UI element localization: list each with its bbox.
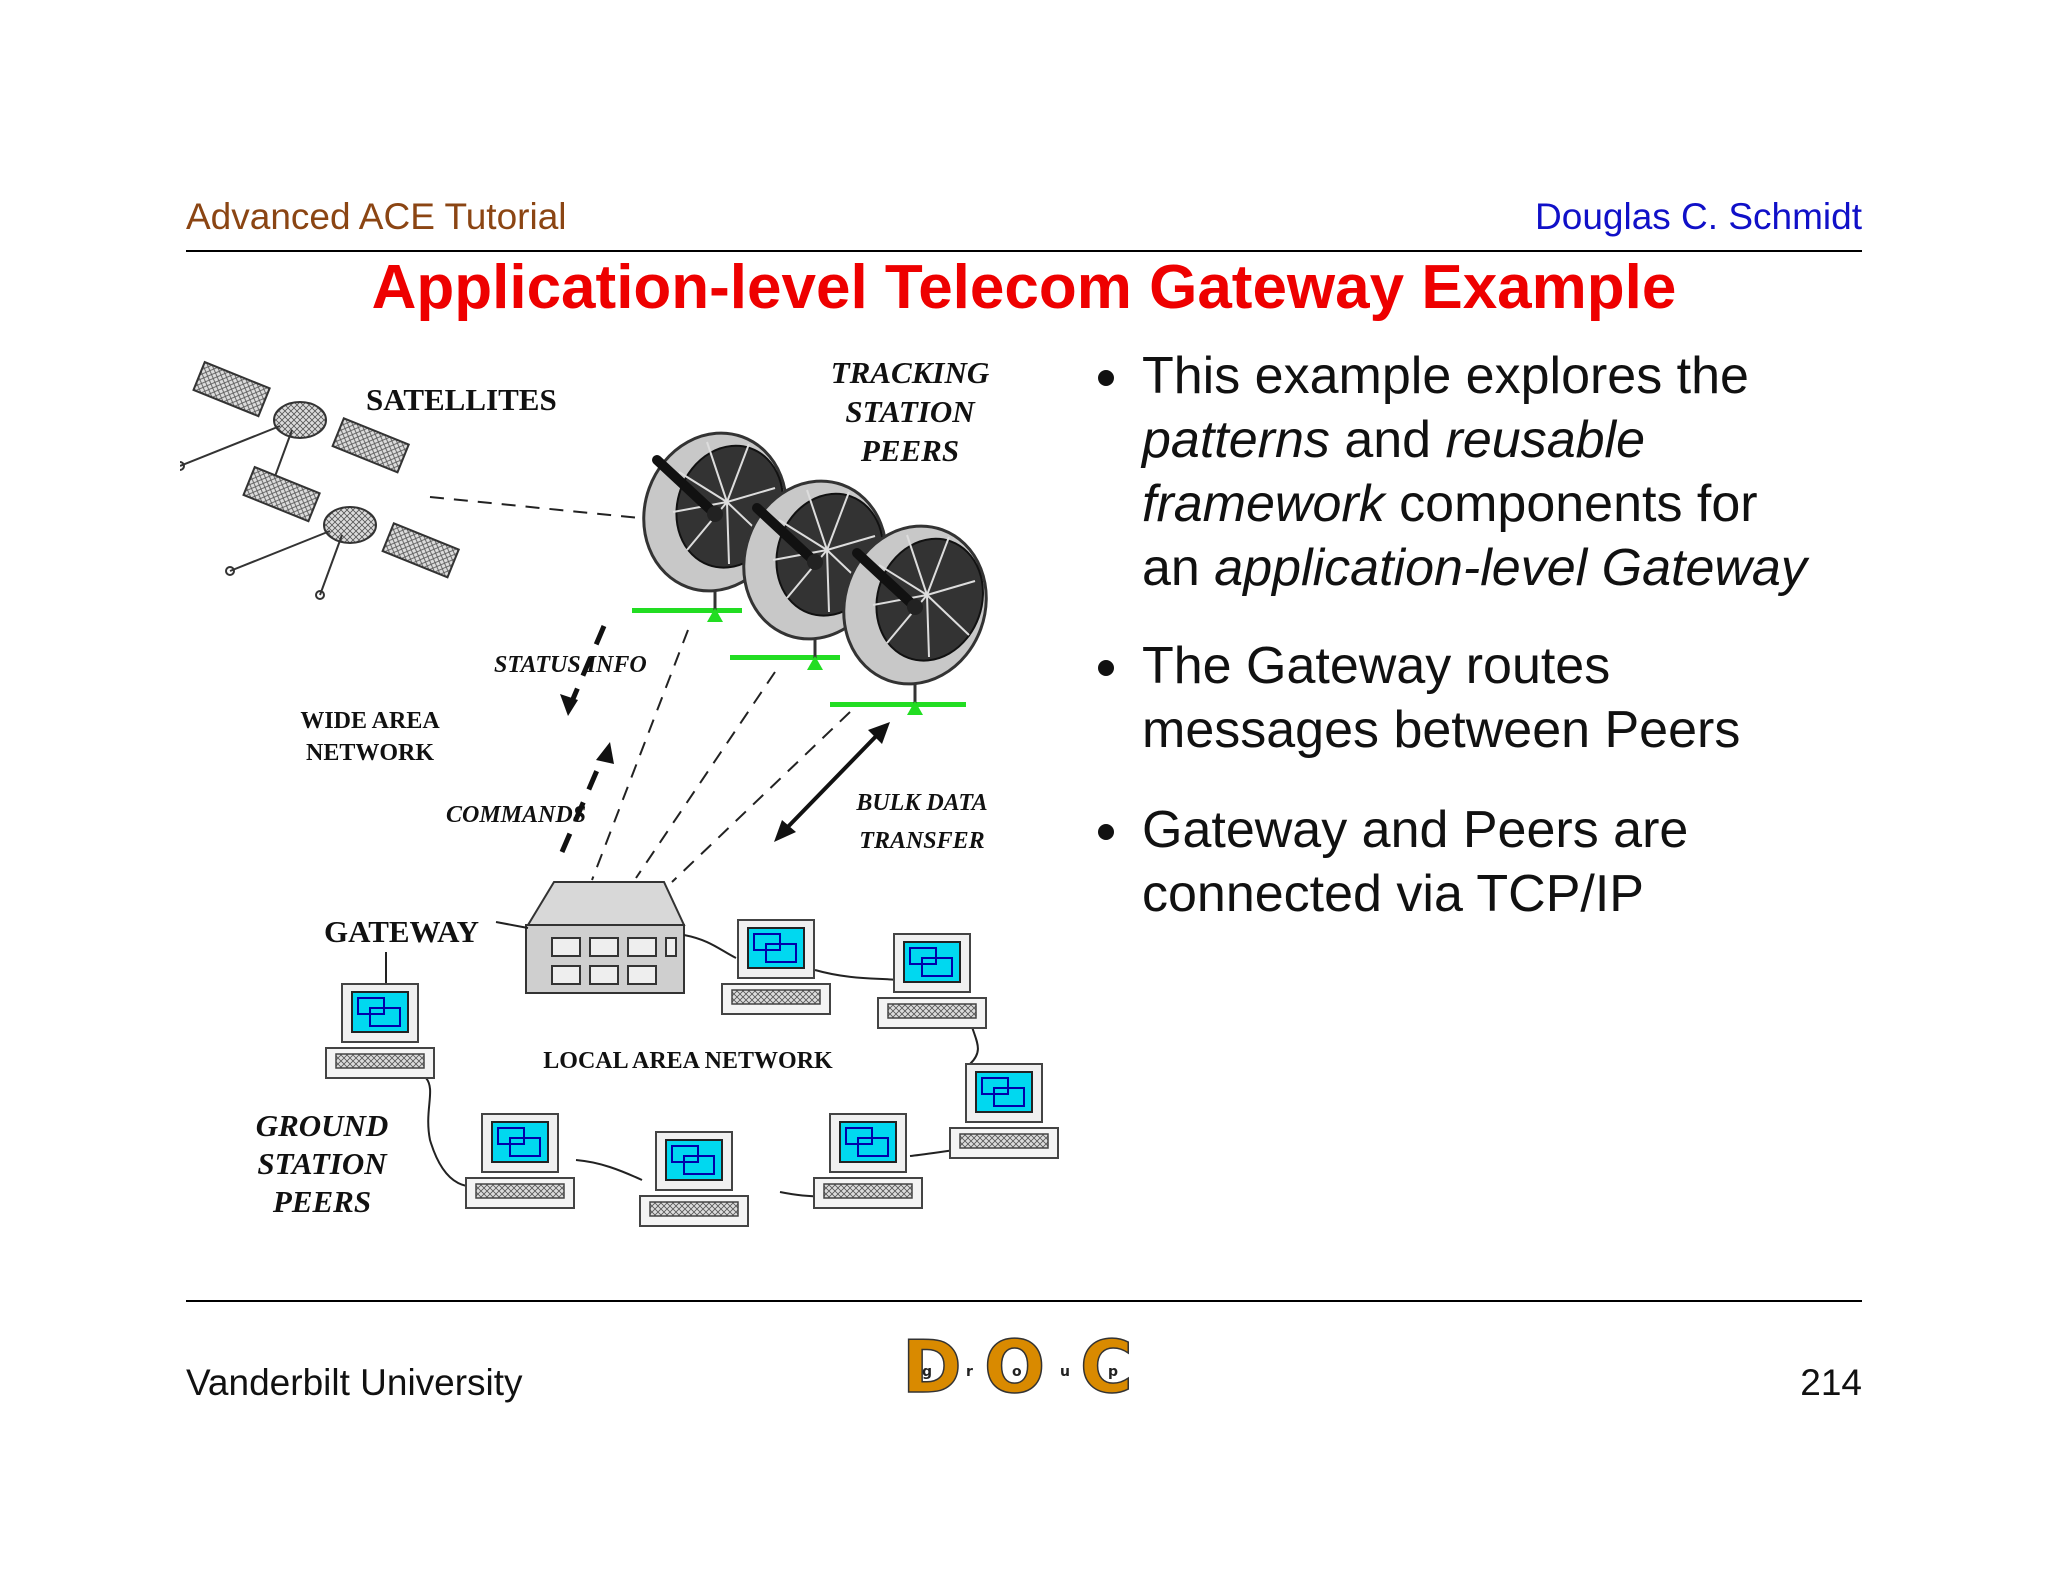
- logo-small-letter: o: [1012, 1364, 1022, 1380]
- label-bulk-line1: BULK DATA: [855, 790, 987, 816]
- label-wan-line1: WIDE AREA: [300, 708, 440, 734]
- bullet-list: This example explores the patterns and r…: [1090, 344, 1810, 926]
- ground-peer-computer-icon: [639, 1131, 749, 1227]
- label-tracking-line2: STATION: [845, 394, 976, 429]
- bullet-item: Gateway and Peers are connected via TCP/…: [1090, 798, 1810, 926]
- bullet-text: This example explores the: [1142, 347, 1749, 405]
- label-status-info: STATUS INFO: [494, 652, 647, 678]
- ground-peer-computer-icon: [813, 1113, 923, 1209]
- bullet-emphasis: reusable framework: [1142, 411, 1646, 533]
- ground-peer-computer-icon: [325, 983, 435, 1079]
- ground-peer-computer-icon: [721, 919, 831, 1015]
- label-tracking-line1: TRACKING: [831, 355, 990, 390]
- logo-small-letter: p: [1108, 1364, 1118, 1380]
- label-lan: LOCAL AREA NETWORK: [543, 1048, 833, 1074]
- footer-rule: [186, 1300, 1862, 1302]
- header-rule: [186, 250, 1862, 252]
- logo-letter: D: [902, 1326, 962, 1402]
- label-ground-line3: PEERS: [272, 1184, 371, 1219]
- logo-letter: C: [1080, 1326, 1133, 1402]
- logo-small-letter: g: [922, 1364, 932, 1380]
- satellite-icon: [225, 466, 460, 600]
- bullet-item: This example explores the patterns and r…: [1090, 344, 1810, 600]
- logo-letter: O: [984, 1326, 1045, 1402]
- logo-small-letter: u: [1060, 1364, 1070, 1380]
- doc-group-logo: D O C g r o u p: [901, 1326, 1133, 1402]
- bullet-text: and: [1329, 411, 1446, 469]
- header-author: Douglas C. Schmidt: [1535, 196, 1862, 237]
- slide-title: Application-level Telecom Gateway Exampl…: [371, 253, 1677, 322]
- logo-small-letter: r: [966, 1364, 973, 1380]
- ground-peer-computer-icon: [465, 1113, 575, 1209]
- label-ground-line2: STATION: [257, 1146, 388, 1181]
- label-ground-line1: GROUND: [256, 1108, 389, 1143]
- gateway-network-diagram: SATELLITES TRACKING STATION PEERS STATUS…: [180, 355, 1059, 1227]
- bullet-item: The Gateway routes messages between Peer…: [1090, 634, 1810, 762]
- label-commands: COMMANDS: [446, 802, 586, 828]
- label-tracking-line3: PEERS: [860, 433, 959, 468]
- ground-peer-computer-icon: [877, 933, 987, 1029]
- label-satellites: SATELLITES: [366, 382, 557, 417]
- page-number: 214: [1800, 1362, 1862, 1403]
- bullet-text: components for an: [1142, 475, 1758, 597]
- label-gateway: GATEWAY: [324, 914, 479, 949]
- header-left-text: Advanced ACE Tutorial: [186, 196, 567, 237]
- gateway-server-icon: [525, 881, 686, 994]
- label-wan-line2: NETWORK: [306, 740, 434, 766]
- ground-peer-computer-icon: [949, 1063, 1059, 1159]
- bullet-emphasis: patterns: [1142, 411, 1330, 469]
- footer-institution: Vanderbilt University: [186, 1362, 523, 1403]
- label-bulk-line2: TRANSFER: [859, 828, 984, 854]
- bullet-emphasis: application-level Gateway: [1214, 539, 1807, 597]
